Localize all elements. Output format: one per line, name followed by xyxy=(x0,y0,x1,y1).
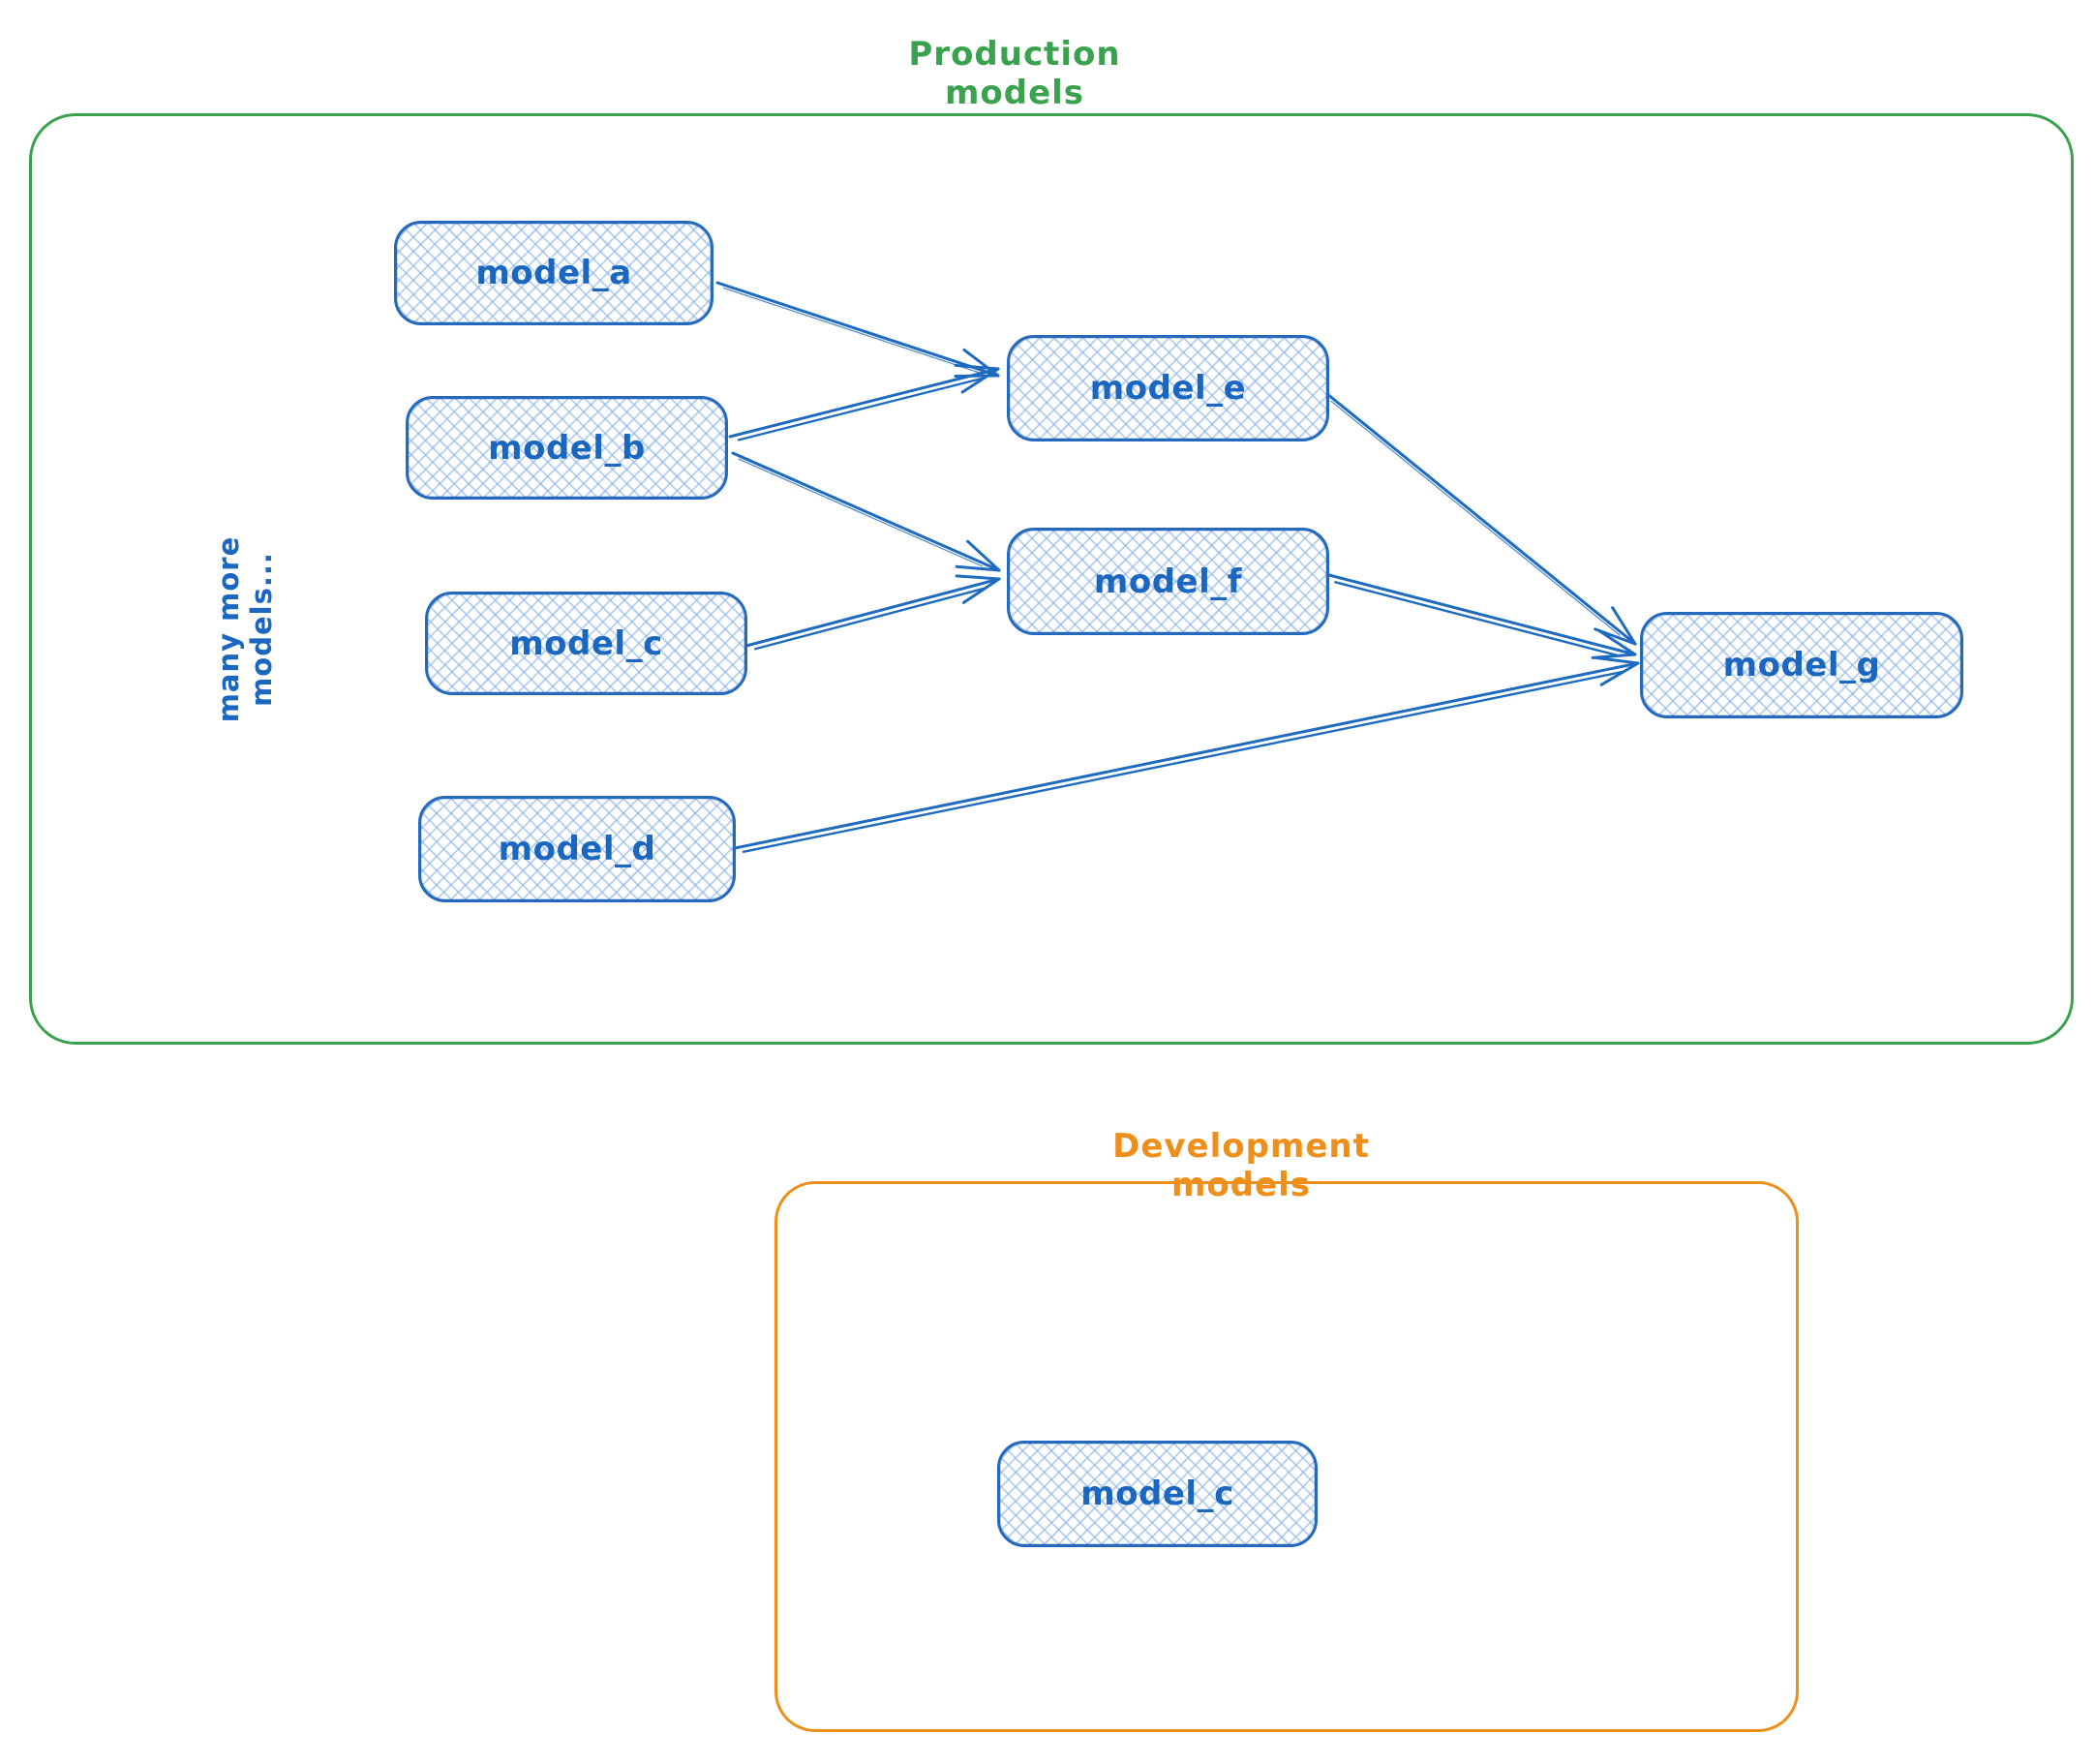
node-model-d-label: model_d xyxy=(498,830,656,868)
production-container[interactable] xyxy=(29,113,2074,1045)
node-model-f-label: model_f xyxy=(1093,562,1243,601)
node-model-e-label: model_e xyxy=(1089,369,1247,408)
node-model-b[interactable]: model_b xyxy=(406,396,728,500)
node-model-g-label: model_g xyxy=(1722,646,1881,684)
production-section-title: Production models xyxy=(908,35,1121,112)
node-model-d[interactable]: model_d xyxy=(418,796,736,902)
node-model-f[interactable]: model_f xyxy=(1007,528,1329,635)
node-model-c-dev-label: model_c xyxy=(1080,1475,1234,1513)
development-container[interactable] xyxy=(774,1181,1799,1732)
node-model-b-label: model_b xyxy=(488,428,646,468)
node-model-e[interactable]: model_e xyxy=(1007,335,1329,441)
many-more-models-label: many more models... xyxy=(212,535,278,723)
node-model-a[interactable]: model_a xyxy=(394,221,714,325)
node-model-c-label: model_c xyxy=(509,623,663,663)
node-model-c-dev[interactable]: model_c xyxy=(997,1441,1318,1547)
node-model-a-label: model_a xyxy=(475,254,632,292)
node-model-g[interactable]: model_g xyxy=(1640,612,1963,718)
development-section-title: Development models xyxy=(1112,1127,1370,1204)
node-model-c[interactable]: model_c xyxy=(425,592,747,695)
